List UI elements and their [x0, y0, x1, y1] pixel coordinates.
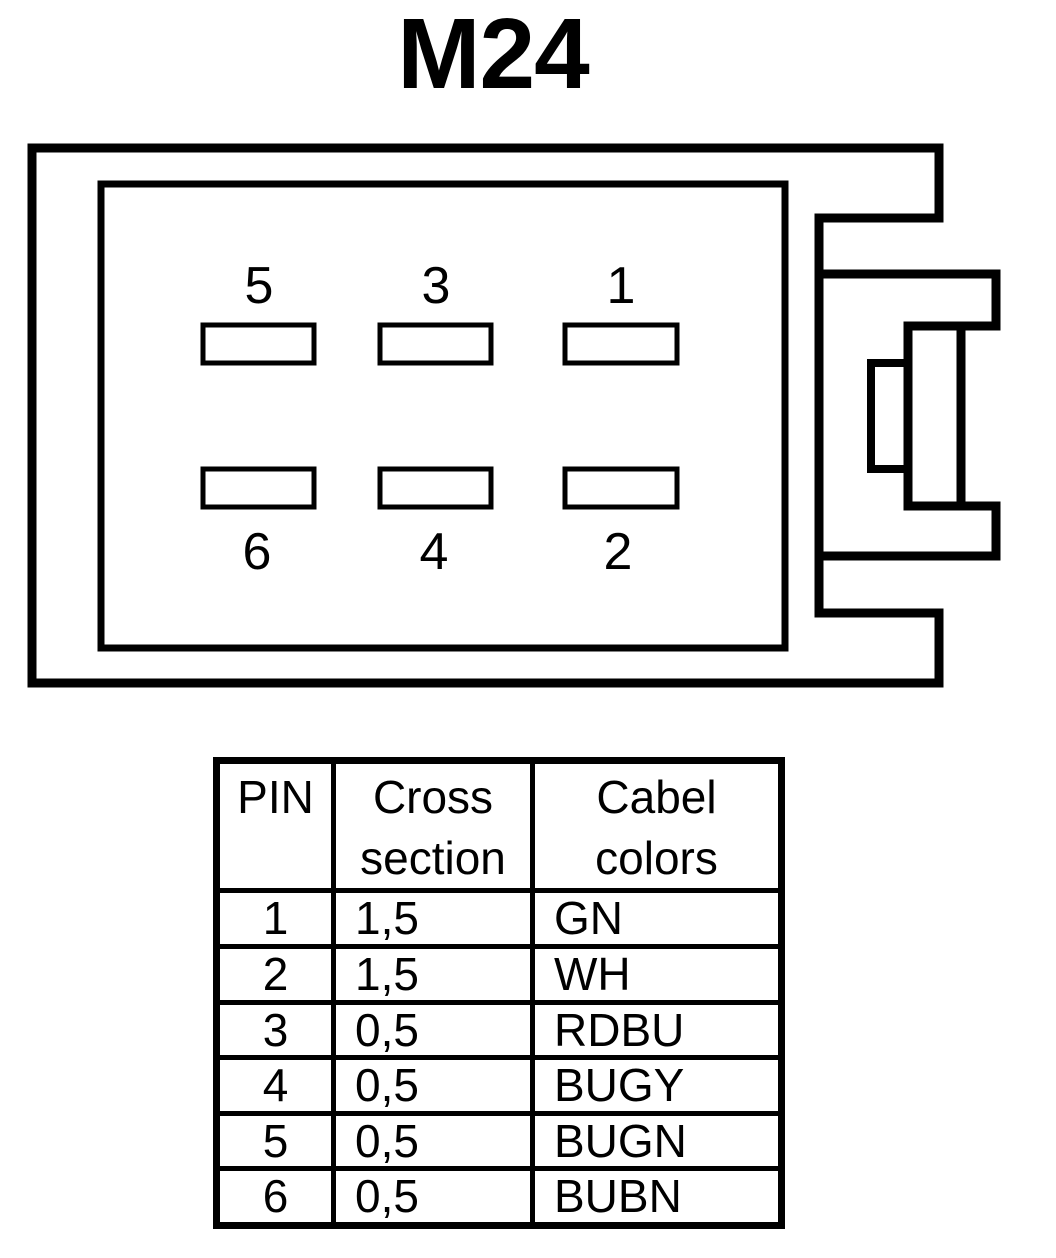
cable-color-cell: BUGY: [530, 1055, 784, 1116]
cable-color-cell: BUBN: [530, 1166, 784, 1228]
pinout-table: PIN Cross section Cabel colors 1 1,5 GN …: [213, 757, 785, 1229]
connector-key-tab: [903, 321, 966, 511]
pin-label-6: 6: [243, 523, 272, 581]
cable-color-cell: GN: [530, 888, 784, 950]
pin-cavity-6: [200, 466, 317, 510]
pin-number-cell: 5: [214, 1110, 336, 1172]
pin-cavity-1: [562, 322, 680, 366]
pin-label-1: 1: [607, 257, 636, 315]
table-row: 4 0,5 BUGY: [214, 1055, 784, 1116]
table-row: 5 0,5 BUGN: [214, 1110, 784, 1172]
pin-number-cell: 6: [214, 1166, 336, 1228]
page-title: M24: [397, 0, 590, 110]
connector-key-slot: [867, 359, 912, 473]
pin-number-cell: 2: [214, 944, 336, 1005]
connector-housing-outline: [27, 143, 944, 688]
cross-section-cell: 0,5: [331, 1166, 535, 1228]
cable-color-cell: BUGN: [530, 1110, 784, 1172]
pin-cavity-2: [562, 466, 680, 510]
table-row: 1 1,5 GN: [214, 888, 784, 950]
cable-color-cell: RDBU: [530, 999, 784, 1061]
cross-section-cell: 0,5: [331, 999, 535, 1061]
pin-cavity-5: [200, 322, 317, 366]
pin-cavity-4: [377, 466, 494, 510]
pin-label-5: 5: [245, 257, 274, 315]
cross-section-cell: 0,5: [331, 1110, 535, 1172]
table-row: 2 1,5 WH: [214, 944, 784, 1005]
cable-color-cell: WH: [530, 944, 784, 1005]
pin-number-cell: 3: [214, 999, 336, 1061]
header-cable-colors: Cabel colors: [530, 757, 784, 894]
connector-inner-wall: [97, 180, 789, 652]
pin-label-4: 4: [420, 523, 449, 581]
pin-number-cell: 1: [214, 888, 336, 950]
pin-label-3: 3: [422, 257, 451, 315]
cross-section-cell: 1,5: [331, 888, 535, 950]
table-header-row: PIN Cross section Cabel colors: [214, 757, 784, 894]
table-row: 3 0,5 RDBU: [214, 999, 784, 1061]
header-pin: PIN: [214, 757, 336, 894]
header-cross-section: Cross section: [331, 757, 535, 894]
table-row: 6 0,5 BUBN: [214, 1166, 784, 1228]
connector-diagram: 5 3 1 6 4 2: [27, 143, 1001, 688]
pin-label-2: 2: [604, 523, 633, 581]
pin-cavity-3: [377, 322, 494, 366]
pin-number-cell: 4: [214, 1055, 336, 1116]
cross-section-cell: 0,5: [331, 1055, 535, 1116]
cross-section-cell: 1,5: [331, 944, 535, 1005]
